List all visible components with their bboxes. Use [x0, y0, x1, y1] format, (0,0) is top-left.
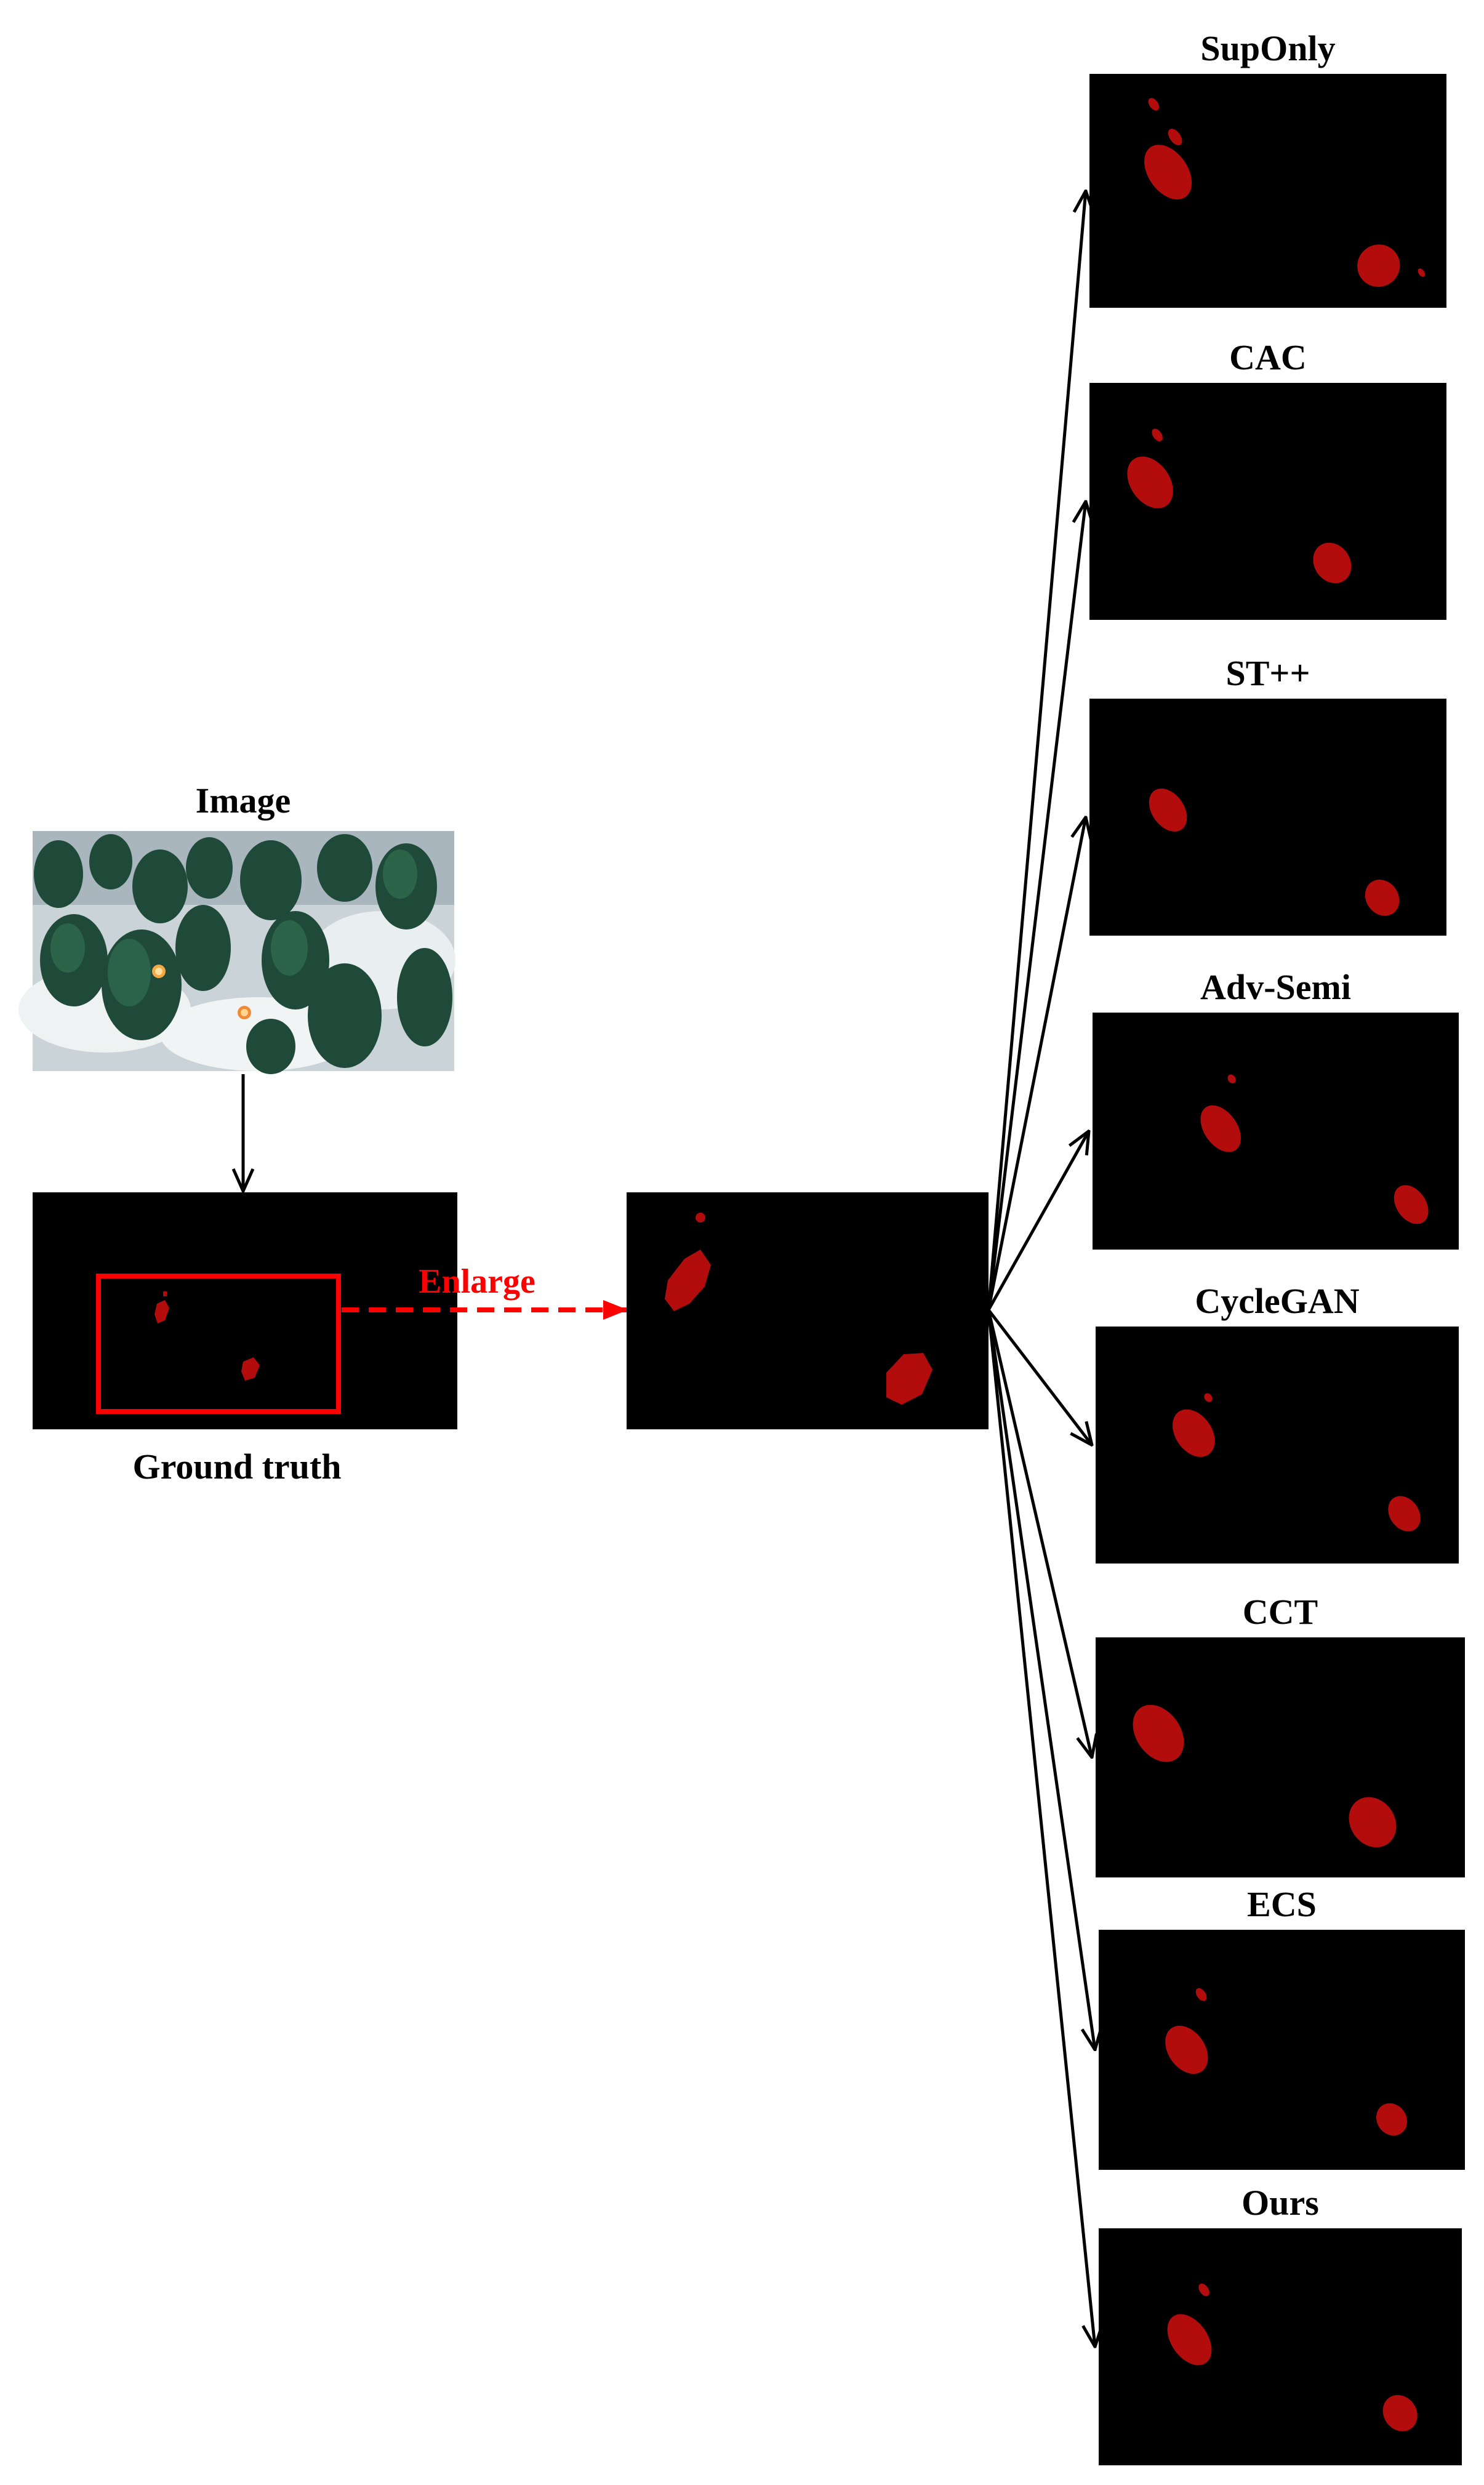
method-label-ecs: ECS: [1247, 1884, 1317, 1924]
fan-arrow-1: [987, 502, 1086, 1311]
fire-blob-ours-2: [1198, 2283, 1209, 2297]
method-label-stpp: ST++: [1225, 653, 1310, 693]
fire-blob-suponly-4: [1418, 268, 1426, 277]
fire-blob-cyclegan-2: [1204, 1393, 1213, 1402]
fan-arrow-0: [987, 191, 1086, 1311]
method-panel-stpp: ST++: [1089, 653, 1446, 936]
method-mask-cct: [1096, 1637, 1465, 1877]
fire-blob-cac-2: [1152, 428, 1163, 441]
method-panel-cac: CAC: [1089, 337, 1446, 620]
fire-blob-cct-0: [1133, 1704, 1184, 1762]
fire-blob-ours-0: [1167, 2314, 1212, 2366]
fire-blob-ours-1: [1382, 2395, 1418, 2431]
aerial-forest-photo: [18, 831, 455, 1074]
fire-blob-suponly-0: [1144, 145, 1192, 200]
method-mask-blobs-cac: [1127, 428, 1352, 584]
method-mask-blobs-cct: [1133, 1704, 1397, 1848]
fire-blob-suponly-1: [1357, 244, 1400, 287]
method-panel-suponly: SupOnly: [1089, 28, 1446, 308]
fan-arrow-4: [987, 1309, 1092, 1445]
method-mask-blobs-ecs: [1165, 1988, 1408, 2136]
fan-arrow-7: [987, 1309, 1095, 2347]
fire-blob-adv-semi-1: [1394, 1185, 1429, 1224]
method-mask-blobs-adv-semi: [1200, 1074, 1429, 1224]
fire-blob-cyclegan-1: [1388, 1496, 1421, 1532]
fire-blob-cyclegan-0: [1173, 1409, 1215, 1457]
enlarge-label: Enlarge: [419, 1263, 535, 1301]
fire-blob-adv-semi-2: [1227, 1074, 1236, 1083]
method-label-ours: Ours: [1241, 2183, 1319, 2223]
method-panel-cct: CCT: [1096, 1592, 1465, 1877]
enlarge-highlight-box: [96, 1274, 341, 1414]
fire-blob-stpp-0: [1149, 789, 1187, 832]
image-label: Image: [196, 781, 291, 821]
method-label-suponly: SupOnly: [1200, 28, 1335, 68]
method-mask-blobs-ours: [1167, 2283, 1418, 2431]
fire-blob-cac-1: [1313, 542, 1352, 584]
enlarged-ground-truth-mask: [627, 1192, 989, 1429]
ground-truth-label: Ground truth: [133, 1447, 342, 1487]
fan-arrow-5: [987, 1309, 1092, 1757]
method-label-cyclegan: CycleGAN: [1195, 1281, 1359, 1321]
method-panel-cyclegan: CycleGAN: [1096, 1281, 1459, 1564]
fan-arrow-3: [987, 1131, 1089, 1311]
method-panel-ours: Ours: [1099, 2183, 1462, 2465]
fan-arrow-6: [987, 1309, 1095, 2050]
method-mask-ecs: [1099, 1930, 1465, 2170]
fan-arrows: [987, 191, 1095, 2347]
fire-blob-ecs-2: [1195, 1988, 1207, 2001]
fire-blob-stpp-1: [1365, 880, 1400, 916]
fire-blob-suponly-3: [1168, 129, 1182, 146]
fire-blob-cct-1: [1349, 1797, 1397, 1848]
method-label-adv-semi: Adv-Semi: [1200, 967, 1351, 1007]
method-mask-blobs-suponly: [1144, 98, 1426, 287]
method-mask-blobs-stpp: [1149, 789, 1400, 916]
method-panels: SupOnly CAC ST++ Adv-Semi CycleGAN CCT: [1089, 28, 1465, 2465]
method-panel-adv-semi: Adv-Semi: [1093, 967, 1459, 1250]
method-panel-ecs: ECS: [1099, 1884, 1465, 2170]
fire-blob-ecs-0: [1165, 2025, 1208, 2074]
ground-truth-mask: [33, 1192, 457, 1429]
fire-blob-suponly-2: [1148, 98, 1160, 111]
method-label-cct: CCT: [1243, 1592, 1318, 1632]
method-mask-blobs-cyclegan: [1173, 1393, 1421, 1532]
fire-blob-adv-semi-0: [1200, 1105, 1241, 1152]
fire-blob-cac-0: [1127, 456, 1173, 508]
fan-arrow-2: [987, 817, 1086, 1311]
method-label-cac: CAC: [1229, 337, 1307, 377]
fire-blob-ecs-1: [1376, 2103, 1408, 2136]
